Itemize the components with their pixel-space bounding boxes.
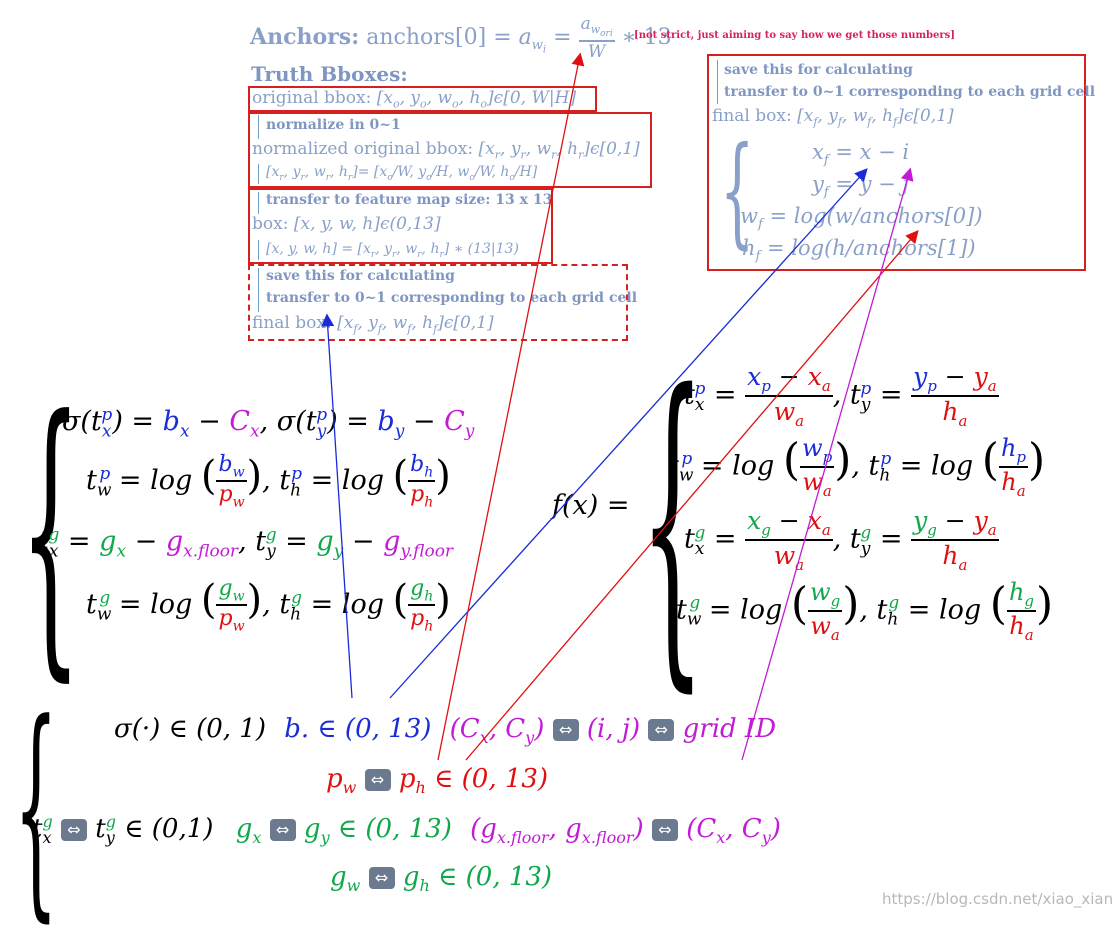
double-arrow-icon: ⇔ [61, 818, 87, 841]
save-label-right: save this for calculating [724, 62, 913, 78]
transfer-cell-right: transfer to 0~1 corresponding to each gr… [724, 84, 1096, 100]
flow-bar-2 [258, 240, 259, 260]
wf-eq: wf = log(w/anchors[0]) [740, 204, 983, 233]
left-system-brace: { [20, 357, 82, 706]
flow-bar-1 [258, 164, 259, 184]
left-row-3: txg = gx − gx.floor, tyg = gy − gy.floor [38, 525, 454, 562]
anchors-fraction: awori W [578, 14, 615, 62]
final-box-text-left: final box: [xf, yf, wf, hf]ϵ[0,1] [252, 313, 494, 336]
bottom-system-brace: { [14, 675, 58, 942]
original-bbox-box [248, 86, 597, 112]
flow-arrow-1 [258, 115, 259, 139]
watermark: https://blog.csdn.net/xiao_xian_ [882, 890, 1113, 908]
arrow-grid-to-yf [741, 167, 914, 761]
anchors-note: [not strict, just aiming to say how we g… [634, 30, 956, 41]
normalized-eq-text: [xr, yr, wr, hr]= [xo/W, yo/H, wo/W, ho/… [266, 164, 538, 183]
connector-arrows [321, 52, 919, 761]
anchors-label: Anchors: [250, 23, 360, 50]
normalized-bbox-box [248, 112, 652, 188]
anchors-times: ∗ 13 [621, 24, 672, 50]
double-arrow-icon: ⇔ [648, 719, 675, 741]
fx-lhs: f(x) = [552, 490, 630, 521]
double-arrow-icon: ⇔ [364, 769, 391, 791]
bottom-row-2: pw ⇔ ph ∈ (0, 13) [326, 764, 549, 798]
bottom-row-4: gw ⇔ gh ∈ (0, 13) [330, 862, 553, 896]
arrow-b-to-box [321, 313, 353, 699]
right-final-box [707, 54, 1086, 271]
original-bbox-text: original bbox: [xo, yo, wo, ho]ϵ[0, W|H] [252, 88, 577, 111]
transfer-label: transfer to feature map size: 13 x 13 [266, 192, 553, 208]
normalize-label: normalize in 0~1 [266, 117, 401, 133]
yf-eq: yf = y − j [812, 172, 909, 201]
arrow-p-to-anchors-right [465, 230, 919, 761]
final-box-dashed [248, 264, 628, 341]
final-box-text-right: final box: [xf, yf, wf, hf]ϵ[0,1] [712, 106, 954, 129]
double-arrow-icon: ⇔ [269, 818, 296, 841]
anchors-line: Anchors: anchors[0] = awi = awori W ∗ 13 [250, 14, 672, 62]
flow-arrow-2 [258, 192, 259, 214]
anchors-formula: anchors[0] = awi = [366, 24, 572, 56]
double-arrow-icon: ⇔ [368, 867, 395, 889]
right-box-brace: { [720, 122, 755, 261]
flow-arrow-3 [258, 268, 259, 312]
box-13-box [248, 188, 553, 264]
truth-bboxes-label: Truth Bboxes: [251, 62, 408, 86]
normalized-bbox-text: normalized original bbox: [xr, yr, wr, h… [252, 139, 640, 162]
double-arrow-icon: ⇔ [651, 818, 678, 841]
arrow-p-to-anchors [437, 52, 585, 761]
box-13-text: box: [x, y, w, h]ϵ(0,13] [252, 214, 441, 234]
xf-eq: xf = x − i [812, 140, 910, 169]
bottom-row-3: txg ⇔ tyg ∈ (0,1) gx ⇔ gy ∈ (0, 13) (gx.… [32, 812, 781, 847]
double-arrow-icon: ⇔ [552, 719, 579, 741]
bottom-row-1: σ(·) ∈ (0, 1) b. ∈ (0, 13) (Cx, Cy) ⇔ (i… [114, 714, 777, 748]
arrow-b-to-xf [389, 168, 868, 699]
box-13-eq-text: [x, y, w, h] = [xr, yr, wr, hr] ∗ (13|13… [266, 241, 519, 260]
save-label-left: save this for calculating [266, 268, 455, 284]
flow-arrow-right [717, 60, 718, 104]
hf-eq: hf = log(h/anchors[1]) [742, 236, 976, 265]
transfer-cell-left: transfer to 0~1 corresponding to each gr… [266, 290, 638, 306]
left-row-1: σ(txp) = bx − Cx, σ(typ) = by − Cy [62, 405, 475, 442]
